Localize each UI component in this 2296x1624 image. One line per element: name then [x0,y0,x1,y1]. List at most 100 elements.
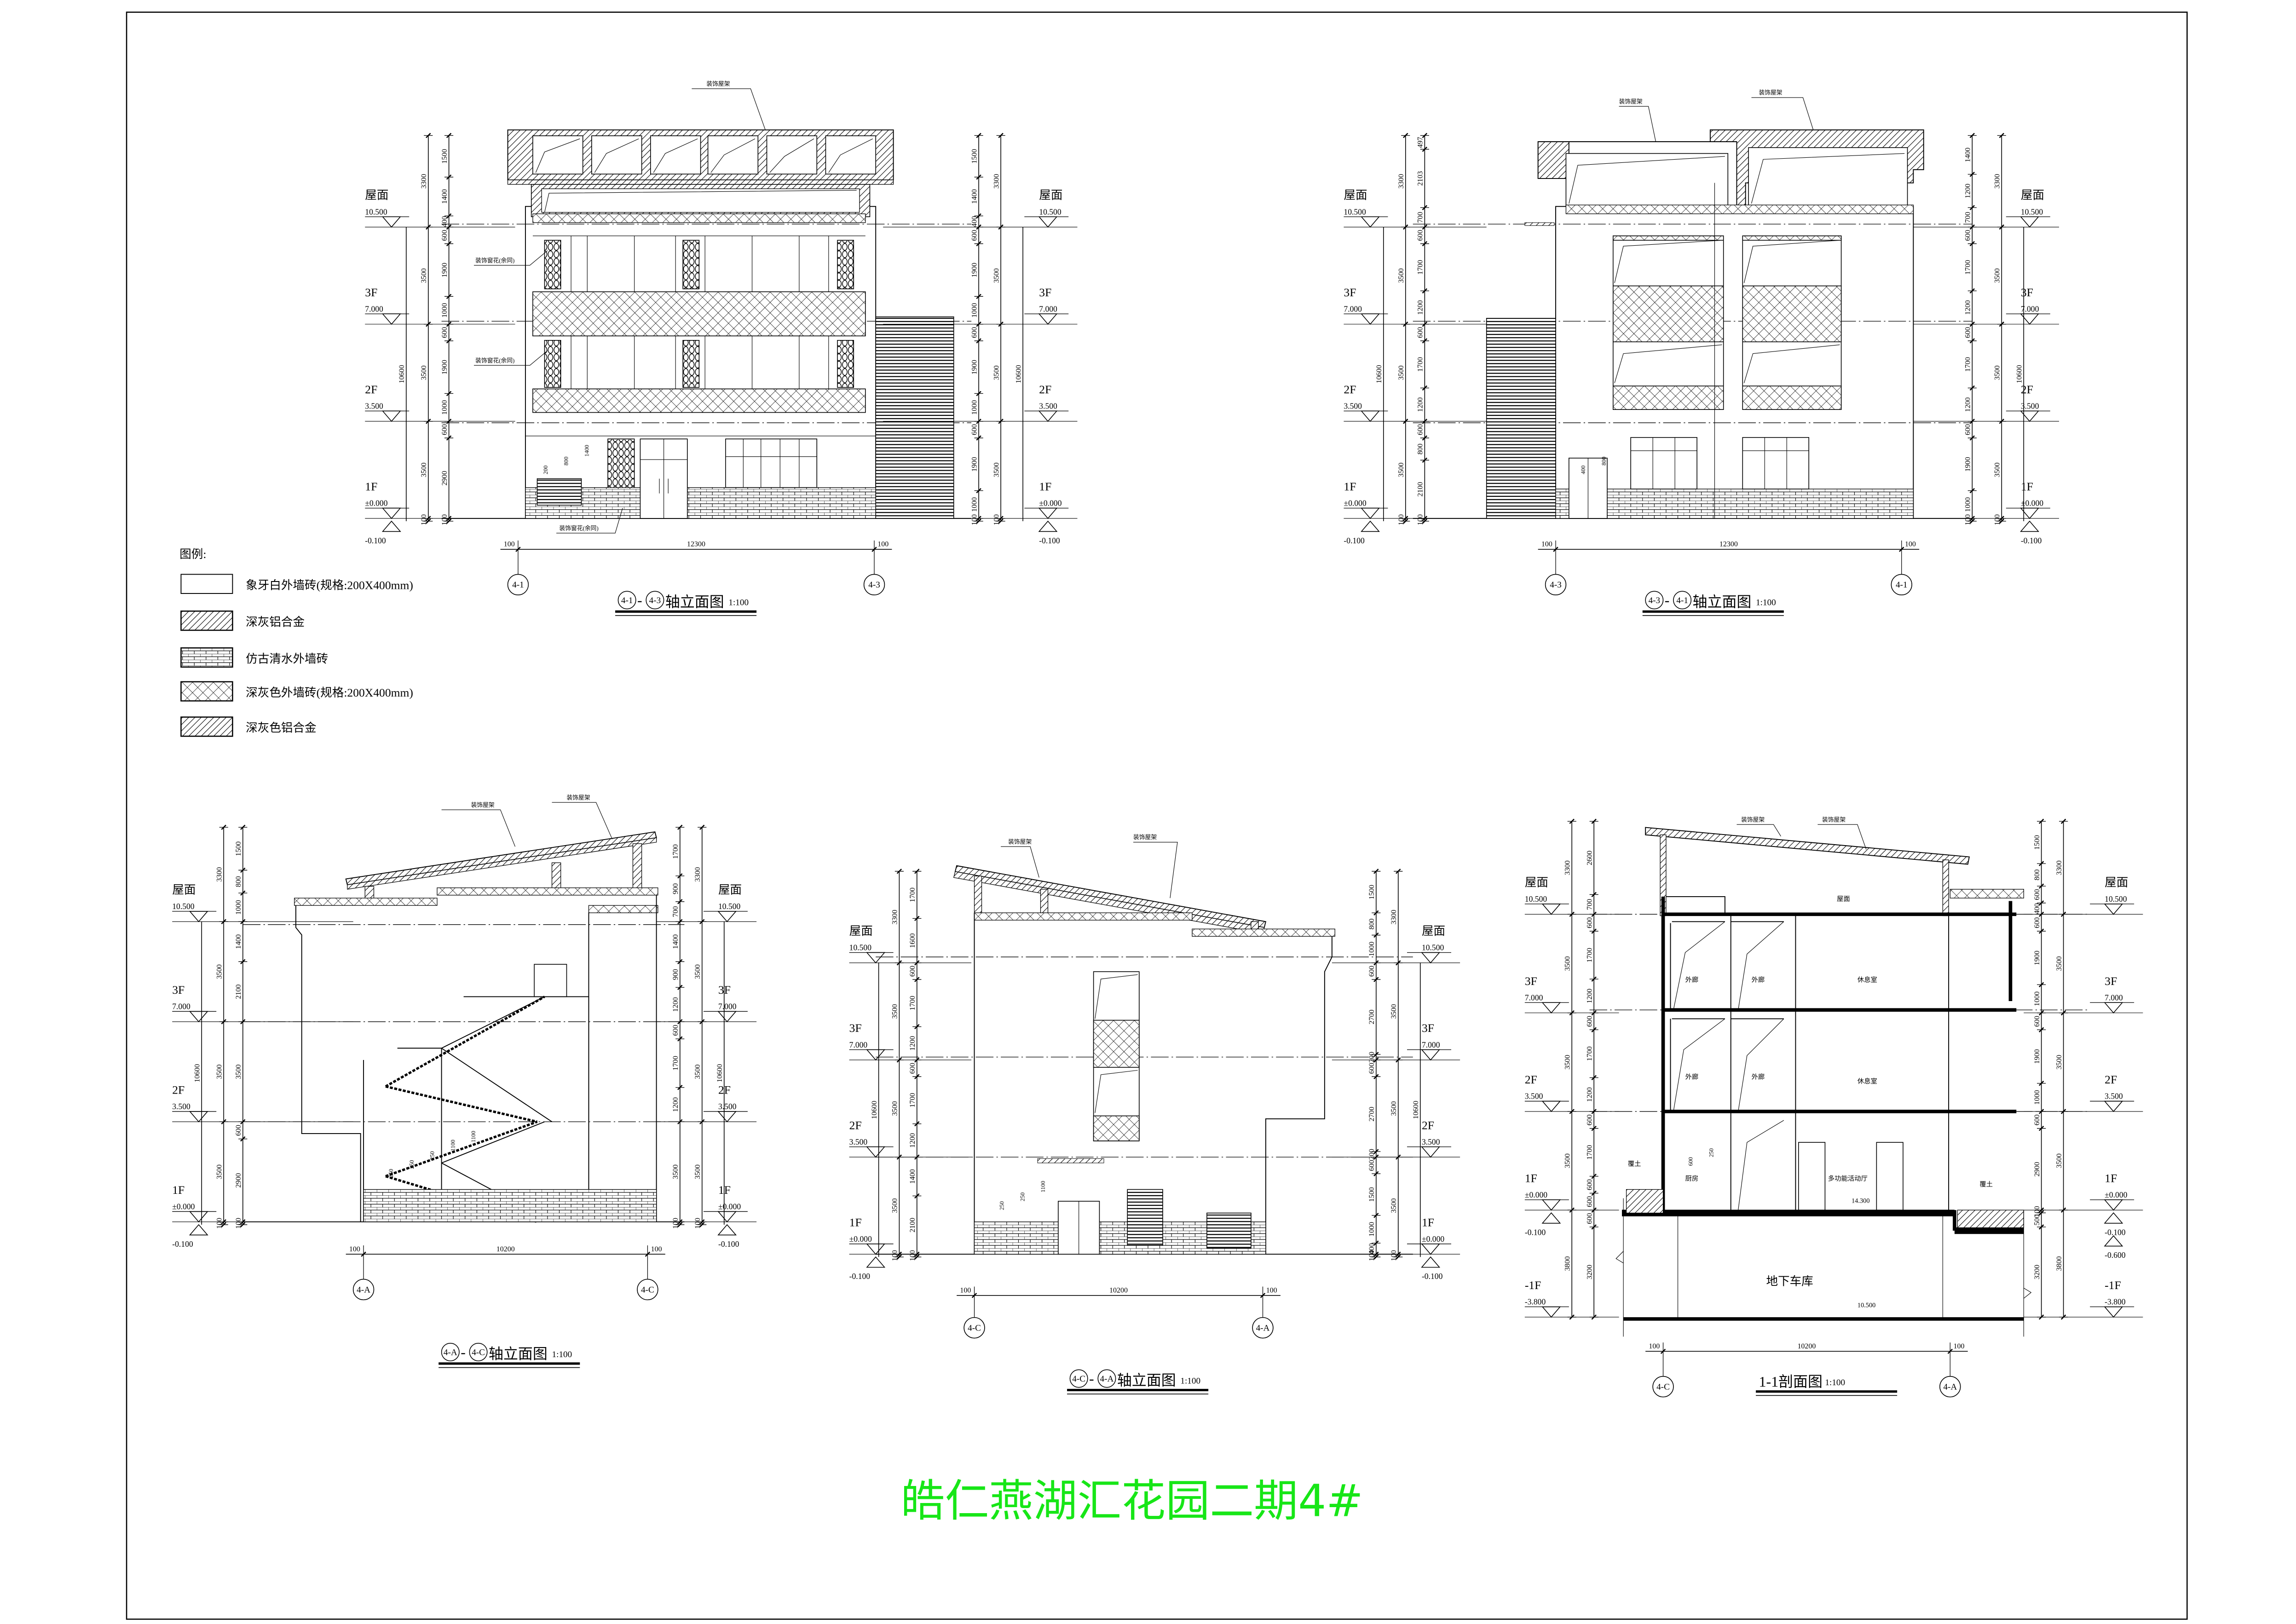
legend-item: 深灰色铝合金 [180,716,317,737]
dimension-text: 2700 [1368,1009,1376,1024]
level-elevation: -0.100 [718,1239,739,1249]
elevation-4-1-to-4-3 [441,88,972,534]
dimension-text: 600 [1368,966,1376,977]
level-marker-icon [717,911,737,922]
detail-dimension: 400 [1580,466,1586,474]
title-axis-from: 4-A [444,1348,457,1357]
dimension-line [1396,869,1401,874]
dimension-text: 3300 [891,910,899,924]
dimension-line [1969,172,1975,177]
level-name: -1F [2105,1278,2121,1292]
dimension-text: 3300 [694,867,702,882]
level-name: 2F [1422,1118,1434,1132]
dimension-text: 1000 [1368,1222,1376,1237]
title-underline [615,610,757,613]
dimension-text: 3500 [1993,365,2001,380]
level-name: 3F [172,983,185,996]
dimension-line [976,132,981,138]
level-elevation: 7.000 [2021,304,2039,313]
dimension-text: 3300 [215,867,223,882]
dimension-text: 1700 [1586,948,1593,962]
dimension-text: 1900 [441,360,449,374]
dimension-text: 900 [672,969,680,980]
level-marker-icon [2104,1002,2123,1014]
dimension-line [2038,861,2044,866]
dimension-text: 1700 [1586,1046,1593,1061]
detail-dimension: 250 [1708,1148,1714,1157]
level-name: 2F [172,1083,185,1097]
dimension-line [976,213,981,219]
axis-label: 4-1 [512,580,524,590]
dimension-line [1999,518,2004,524]
level-marker-icon [1361,313,1380,325]
dimension-line [1422,518,1428,524]
axis-label: 4-A [357,1285,370,1295]
level-marker-icon [1421,1256,1441,1268]
dimension-text: 3500 [1397,365,1405,380]
dimension-text: 600 [1417,230,1425,241]
detail-dimension: 250 [388,1169,394,1178]
level-elevation: ±0.000 [2021,499,2043,508]
dimension-text: 3500 [215,1164,223,1179]
level-marker-icon [866,1256,886,1268]
dimension-line [914,1074,920,1079]
level-name: 屋面 [1344,189,1367,202]
dimension-line [426,518,431,524]
legend-item: 仿古清水外墙砖 [180,647,328,668]
dimension-text: 1000 [1964,497,1972,512]
dimension-line [1969,518,1975,524]
dimension-line [976,174,981,180]
level-marker-icon [1541,1212,1561,1224]
dimension-text: 1900 [2033,950,2041,965]
dimension-text: 2103 [1417,171,1425,186]
level-elevation: ±0.000 [718,1202,741,1211]
axis-bubble [1252,1317,1274,1339]
dimension-line [914,1193,920,1199]
dimension-text: 1700 [909,996,917,1010]
level-elevation: 7.000 [365,304,383,313]
dimension-line [1422,435,1428,441]
title-axis-bubble [1069,1369,1088,1388]
dimension-line [1260,1293,1266,1298]
dimension-text: 1700 [1417,357,1425,372]
dimension-text: 3500 [694,964,702,979]
dimension-line [240,1136,246,1142]
dimension-line [446,294,452,299]
dimension-text: 600 [970,327,978,338]
title-underline [1642,610,1784,613]
level-elevation: 10.500 [849,943,872,952]
dimension-text: 100 [694,1218,702,1229]
level-marker-icon [189,1224,208,1236]
dimension-text: 600 [1586,1114,1593,1125]
dimension-line [1591,1224,1597,1230]
level-marker-icon [1541,1002,1561,1014]
dimension-text: 100 [891,1250,899,1261]
level-marker-icon [381,507,401,519]
dimension-text: 600 [672,1025,680,1036]
width-dimension: 100 [1266,1286,1277,1294]
dimension-text: 100 [420,514,428,525]
dimension-line [914,1254,920,1260]
dimension-line [1660,1348,1666,1354]
title-axis-to: 4-C [472,1348,485,1357]
level-elevation: 3.500 [849,1137,868,1146]
dimension-text: 1700 [909,887,917,902]
level-name: 屋面 [365,189,388,202]
dimension-text: 1400 [1964,148,1972,162]
title-dash: - [461,1344,466,1360]
dimension-text: 900 [672,883,680,894]
width-dimension: 100 [349,1245,360,1253]
dimension-line [1422,146,1428,152]
dimension-line [1969,435,1975,441]
total-height-dimension: 10600 [398,365,406,383]
room-label-corridor: 外廊 [1685,1073,1699,1081]
room-label-lounge: 休息室 [1858,976,1877,984]
dimension-text: 3200 [1586,1265,1593,1279]
title-dash: - [1089,1371,1094,1387]
level-name: 屋面 [1039,189,1062,202]
title-underline [438,1362,580,1365]
dimension-line [1591,1125,1597,1131]
dimension-text: 3500 [992,268,1000,283]
drawing-scale: 1:100 [728,598,749,608]
level-elevation: 10.500 [2105,894,2127,904]
